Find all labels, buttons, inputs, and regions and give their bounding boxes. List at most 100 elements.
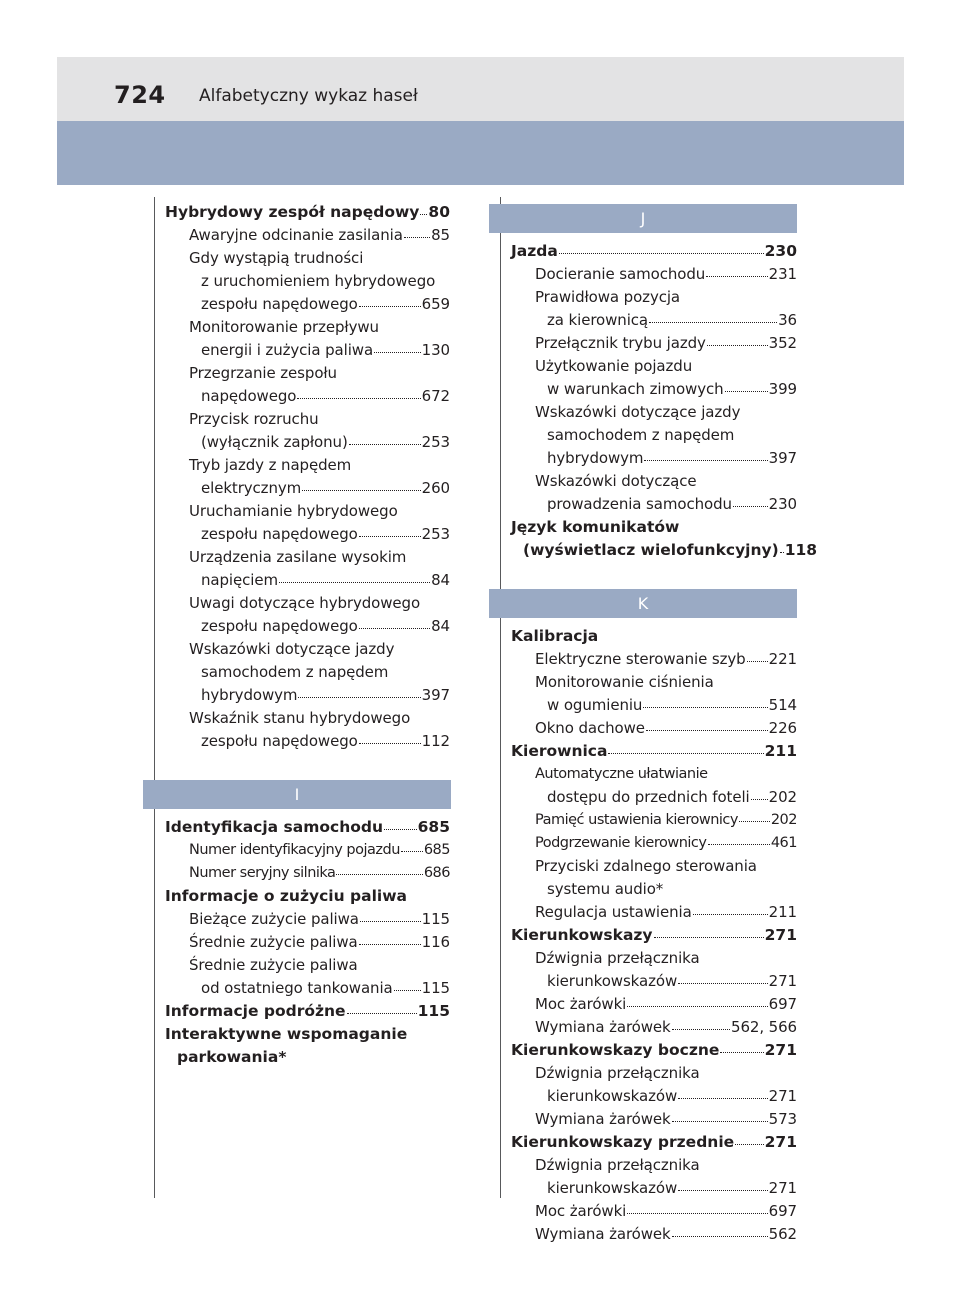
entry-text: Automatyczne ułatwianie xyxy=(535,766,708,782)
entry-text: Moc żarówki xyxy=(535,995,627,1013)
entry-text: Wskazówki dotyczące jazdy xyxy=(535,403,741,421)
entry-text: Gdy wystąpią trudności xyxy=(189,249,364,267)
page-reference: 562, 566 xyxy=(731,1018,797,1036)
entry-text: napięciem xyxy=(201,571,278,589)
index-entry: Interaktywne wspomaganie xyxy=(165,1023,450,1046)
page-reference: 271 xyxy=(768,1179,797,1197)
page-header xyxy=(57,57,904,121)
entry-text: samochodem z napędem xyxy=(201,663,389,681)
dot-leader xyxy=(779,551,784,553)
page-reference: 115 xyxy=(421,910,450,928)
dot-leader xyxy=(420,213,428,215)
dot-leader xyxy=(298,696,421,698)
dot-leader xyxy=(732,505,768,507)
page-reference: 271 xyxy=(764,1041,797,1059)
dot-leader xyxy=(384,828,417,830)
dot-leader xyxy=(346,1012,417,1014)
page-reference: 271 xyxy=(764,926,797,944)
dot-leader xyxy=(278,581,431,583)
letter-section-header: I xyxy=(143,780,451,809)
entry-text: zespołu napędowego xyxy=(201,617,358,635)
index-subentry: Dźwignia przełącznika xyxy=(511,947,797,970)
page-reference: 118 xyxy=(784,541,818,559)
entry-text: Urządzenia zasilane wysokim xyxy=(189,548,407,566)
entry-text: dostępu do przednich foteli xyxy=(547,788,750,806)
dot-leader xyxy=(720,1051,764,1053)
index-subentry: zespołu napędowego 84 xyxy=(165,615,450,638)
dot-leader xyxy=(750,798,768,800)
page-reference: 514 xyxy=(768,696,797,714)
index-subentry: Uwagi dotyczące hybrydowego xyxy=(165,592,450,615)
index-subentry: Urządzenia zasilane wysokim xyxy=(165,546,450,569)
page-reference: 352 xyxy=(768,334,797,352)
dot-leader xyxy=(558,252,764,254)
dot-leader xyxy=(297,397,421,399)
entry-text: parkowania* xyxy=(177,1048,287,1066)
entry-text: Przyciski zdalnego sterowania xyxy=(535,857,757,875)
index-subentry: Wskaźnik stanu hybrydowego xyxy=(165,707,450,730)
entry-text: Średnie zużycie paliwa xyxy=(189,933,358,951)
page-reference: 211 xyxy=(764,742,797,760)
page-reference: 36 xyxy=(778,311,797,329)
entry-text: systemu audio* xyxy=(547,880,664,898)
page-reference: 84 xyxy=(431,571,450,589)
index-subentry: Wskazówki dotyczące jazdy xyxy=(165,638,450,661)
page-reference: 397 xyxy=(421,686,450,704)
entry-text: prowadzenia samochodu xyxy=(547,495,732,513)
entry-text: Informacje o zużyciu paliwa xyxy=(165,887,407,905)
index-subentry: Wskazówki dotyczące jazdy xyxy=(511,401,797,424)
index-subentry: (wyłącznik zapłonu)253 xyxy=(165,431,450,454)
dot-leader xyxy=(400,850,423,852)
entry-text: zespołu napędowego xyxy=(201,732,358,750)
index-subentry: Monitorowanie przepływu xyxy=(165,316,450,339)
index-entry: Kierunkowskazy 271 xyxy=(511,924,797,947)
entry-text: (wyświetlacz wielofunkcyjny) xyxy=(523,541,779,559)
page-reference: 115 xyxy=(417,1002,450,1020)
index-entry: (wyświetlacz wielofunkcyjny) 118 xyxy=(511,539,817,562)
page-reference: 686 xyxy=(423,865,451,881)
entry-text: Kierunkowskazy xyxy=(511,926,653,944)
page-reference: 116 xyxy=(421,933,450,951)
dot-leader xyxy=(358,627,431,629)
entry-text: Wymiana żarówek xyxy=(535,1110,671,1128)
index-subentry: Przycisk rozruchu xyxy=(165,408,450,431)
entry-text: kierunkowskazów xyxy=(547,972,678,990)
entry-text: Wskazówki dotyczące xyxy=(535,472,697,490)
entry-text: Tryb jazdy z napędem xyxy=(189,456,352,474)
page-number: 724 xyxy=(114,81,166,109)
entry-text: za kierownicą xyxy=(547,311,649,329)
entry-text: Średnie zużycie paliwa xyxy=(189,956,358,974)
page-reference: 85 xyxy=(431,226,450,244)
entry-text: Elektryczne sterowanie szyb xyxy=(535,650,746,668)
page-reference: 84 xyxy=(431,617,450,635)
dot-leader xyxy=(724,390,768,392)
index-subentry: z uruchomieniem hybrydowego xyxy=(165,270,450,293)
entry-text: Wskazówki dotyczące jazdy xyxy=(189,640,395,658)
dot-leader xyxy=(643,706,768,708)
entry-text: zespołu napędowego xyxy=(201,295,358,313)
page-reference: 202 xyxy=(770,812,798,828)
page-reference: 659 xyxy=(421,295,450,313)
index-entry: Język komunikatów xyxy=(511,516,797,539)
right-column-rule xyxy=(500,197,501,1198)
dot-leader xyxy=(358,943,421,945)
entry-text: Dźwignia przełącznika xyxy=(535,1156,700,1174)
entry-text: Monitorowanie przepływu xyxy=(189,318,379,336)
